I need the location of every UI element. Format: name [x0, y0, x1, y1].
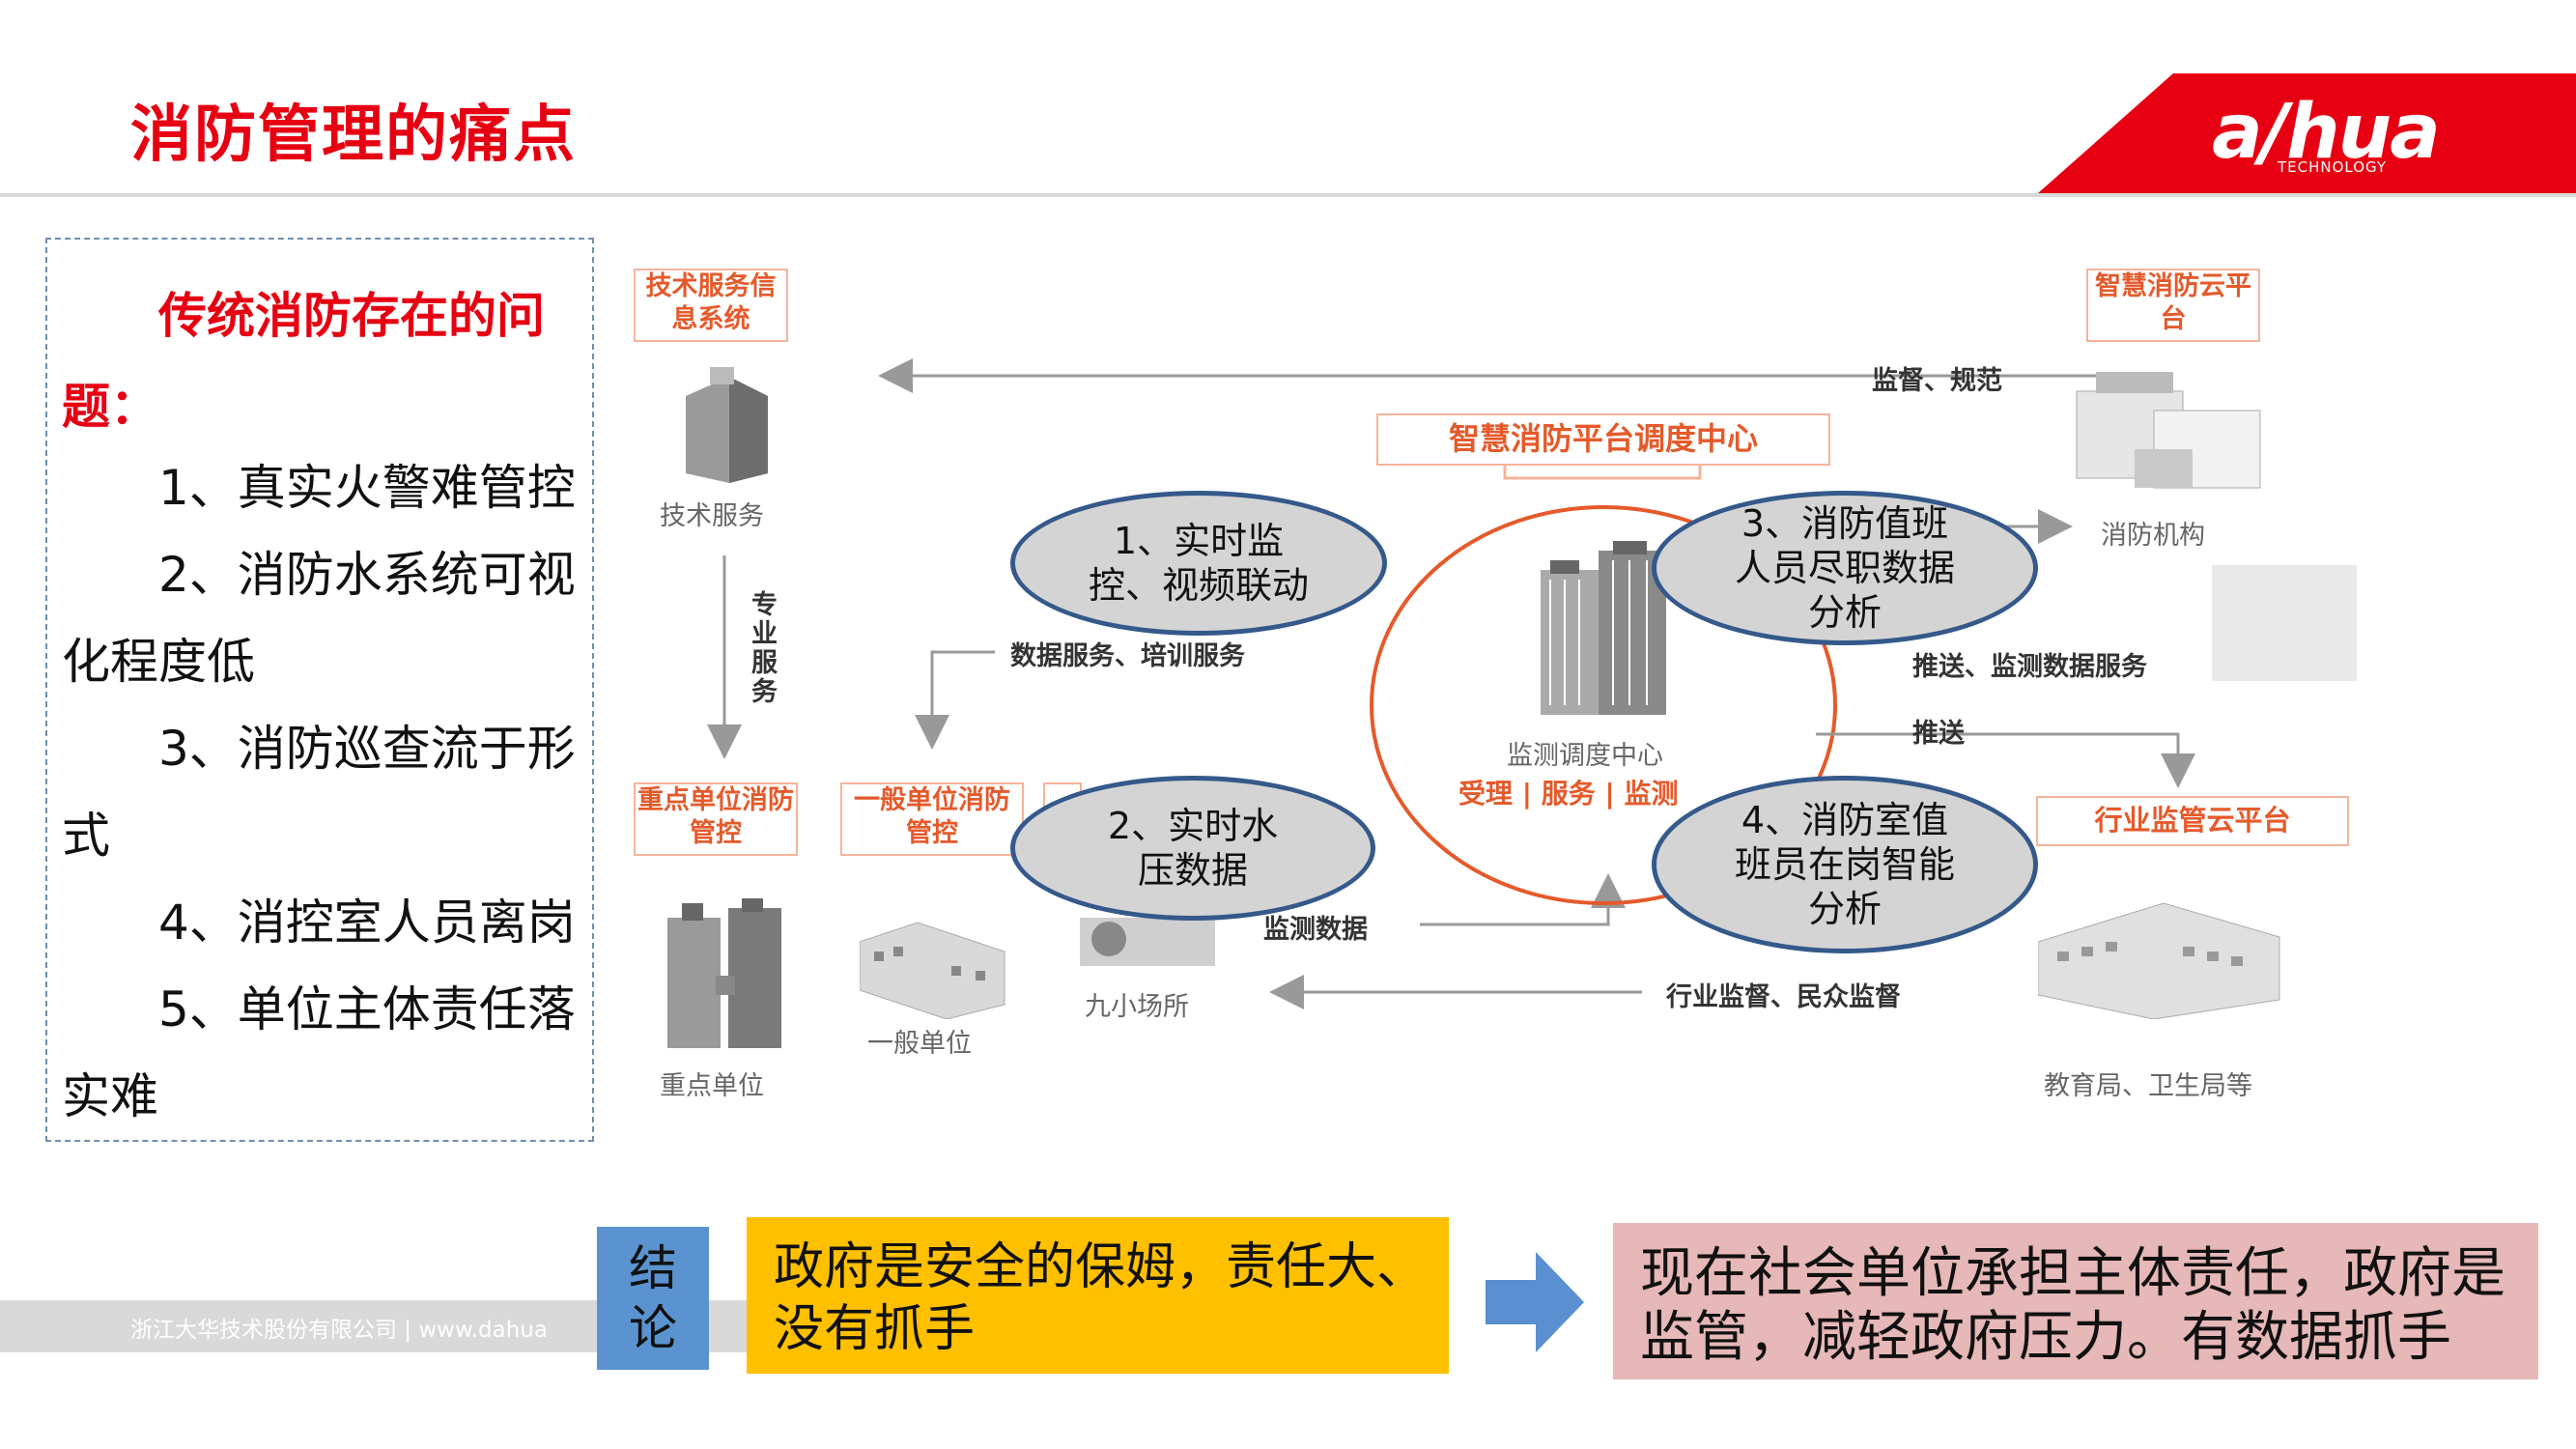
tech-service-system-box: 技术服务信息系统 — [634, 269, 788, 342]
building-icon — [667, 898, 781, 1048]
smart-fire-cloud-box: 智慧消防云平台 — [2086, 269, 2260, 342]
tech-service-caption: 技术服务 — [660, 501, 764, 531]
arrow-right-icon — [1486, 1252, 1584, 1352]
pain-ellipse-3: 3、消防值班人员尽职数据分析 — [1652, 491, 2038, 645]
key-unit-box: 重点单位消防管控 — [634, 782, 798, 856]
header-divider — [0, 193, 2576, 197]
conclusion-future: 现在社会单位承担主体责任，政府是监管，减轻政府压力。有数据抓手 — [1613, 1223, 2538, 1379]
conclusion-government: 政府是安全的保姆，责任大、没有抓手 — [747, 1217, 1449, 1374]
arrow-label-supervise: 监督、规范 — [1872, 366, 2002, 396]
dahua-logo: a/hua — [2212, 89, 2441, 176]
pain-ellipse-1: 1、实时监控、视频联动 — [1010, 491, 1387, 636]
problem-item: 2、消防水系统可视化程度低 — [62, 547, 576, 690]
building-icon — [860, 922, 1005, 1019]
arrow-label-industry-public: 行业监督、民众监督 — [1666, 982, 1901, 1012]
fire-station-icon — [2076, 372, 2261, 489]
building-icon — [2038, 902, 2280, 1019]
blurred-image — [2212, 565, 2357, 681]
problems-heading: 传统消防存在的问题： — [62, 288, 545, 435]
dispatch-center-box: 智慧消防平台调度中心 — [1376, 413, 1830, 466]
building-icon — [1080, 918, 1215, 966]
nine-small-caption: 九小场所 — [1085, 992, 1189, 1022]
page-title: 消防管理的痛点 — [130, 99, 577, 171]
problem-item: 3、消防巡查流于形式 — [62, 721, 576, 864]
problem-item: 1、真实火警难管控 — [158, 460, 576, 516]
industry-caption: 教育局、卫生局等 — [2044, 1071, 2252, 1101]
arrow-label-monitor-data: 监测数据 — [1263, 915, 1368, 945]
conclusion-label-text: 结论 — [629, 1240, 677, 1356]
pain-ellipse-4: 4、消防室值班员在岗智能分析 — [1652, 776, 2038, 953]
problem-item: 4、消控室人员离岗 — [158, 895, 576, 951]
arrow-label-professional: 专业服务 — [751, 590, 778, 707]
building-icon — [1541, 541, 1666, 715]
general-unit-caption: 一般单位 — [867, 1029, 972, 1059]
center-services: 受理 | 服务 | 监测 — [1458, 778, 1679, 810]
general-unit-box: 一般单位消防管控 — [840, 782, 1024, 856]
fire-agency-caption: 消防机构 — [2101, 521, 2205, 551]
key-unit-caption: 重点单位 — [660, 1071, 764, 1101]
arrow-label-push: 推送 — [1912, 719, 1965, 749]
footer-company: 浙江大华技术股份有限公司 | www.dahua — [130, 1318, 548, 1343]
fire-truck-icon — [2135, 449, 2193, 488]
building-icon — [686, 367, 768, 483]
arrow-label-push-monitor: 推送、监测数据服务 — [1912, 652, 2147, 682]
problems-panel — [45, 238, 594, 1142]
center-caption: 监测调度中心 — [1507, 741, 1663, 771]
logo-subtitle: TECHNOLOGY — [2278, 158, 2388, 176]
industry-cloud-box: 行业监管云平台 — [2036, 796, 2349, 846]
arrow-label-data-training: 数据服务、培训服务 — [1010, 641, 1245, 671]
problem-item: 5、单位主体责任落实难 — [62, 981, 576, 1124]
conclusion-label: 结论 — [597, 1227, 709, 1370]
pain-ellipse-2: 2、实时水压数据 — [1010, 776, 1375, 921]
